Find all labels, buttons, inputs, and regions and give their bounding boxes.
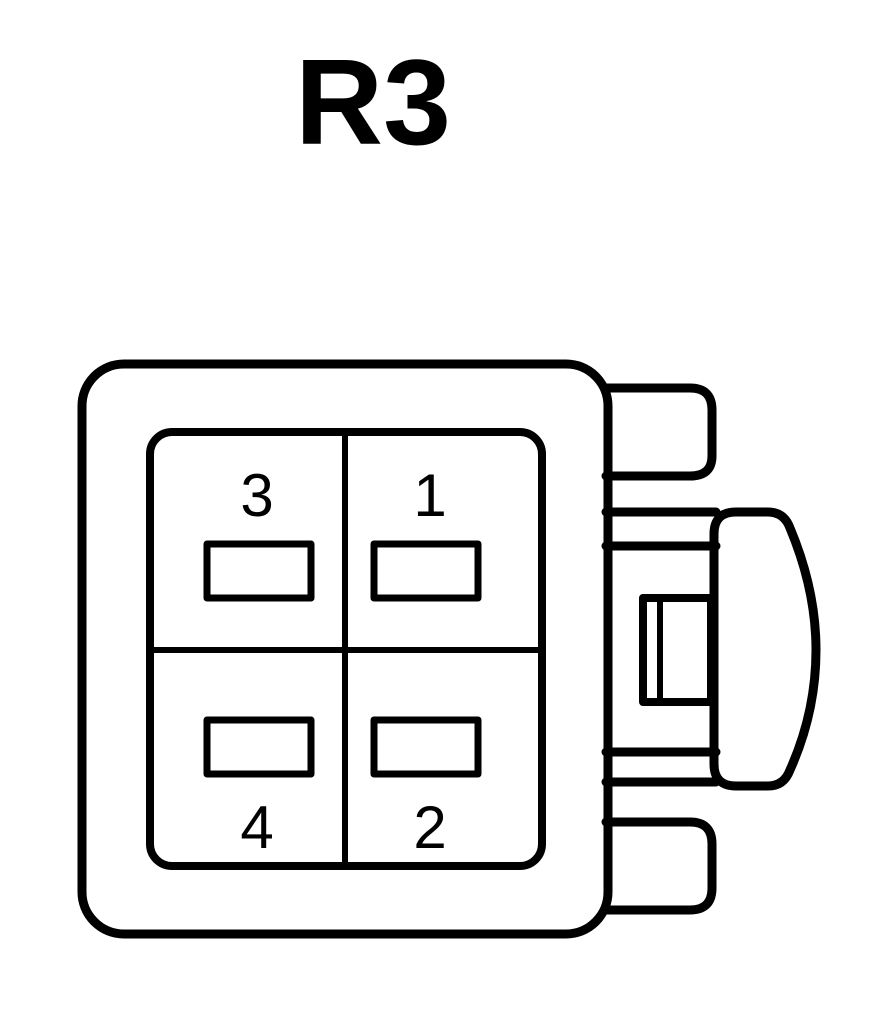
pin-label-4: 4	[240, 794, 273, 861]
latch-slot	[639, 594, 715, 706]
terminal-3	[203, 540, 315, 602]
connector-body	[77, 359, 613, 939]
pin-label-2: 2	[413, 794, 446, 861]
pin-label-1: 1	[413, 462, 446, 529]
latch-housing	[601, 507, 721, 787]
lower-tab	[601, 817, 717, 915]
connector-title: R3	[295, 34, 451, 170]
latch-lever	[709, 507, 821, 791]
terminal-4	[203, 716, 315, 778]
terminal-2	[370, 716, 482, 778]
terminal-1	[370, 540, 482, 602]
upper-tab	[601, 383, 717, 481]
pin-label-3: 3	[240, 462, 273, 529]
